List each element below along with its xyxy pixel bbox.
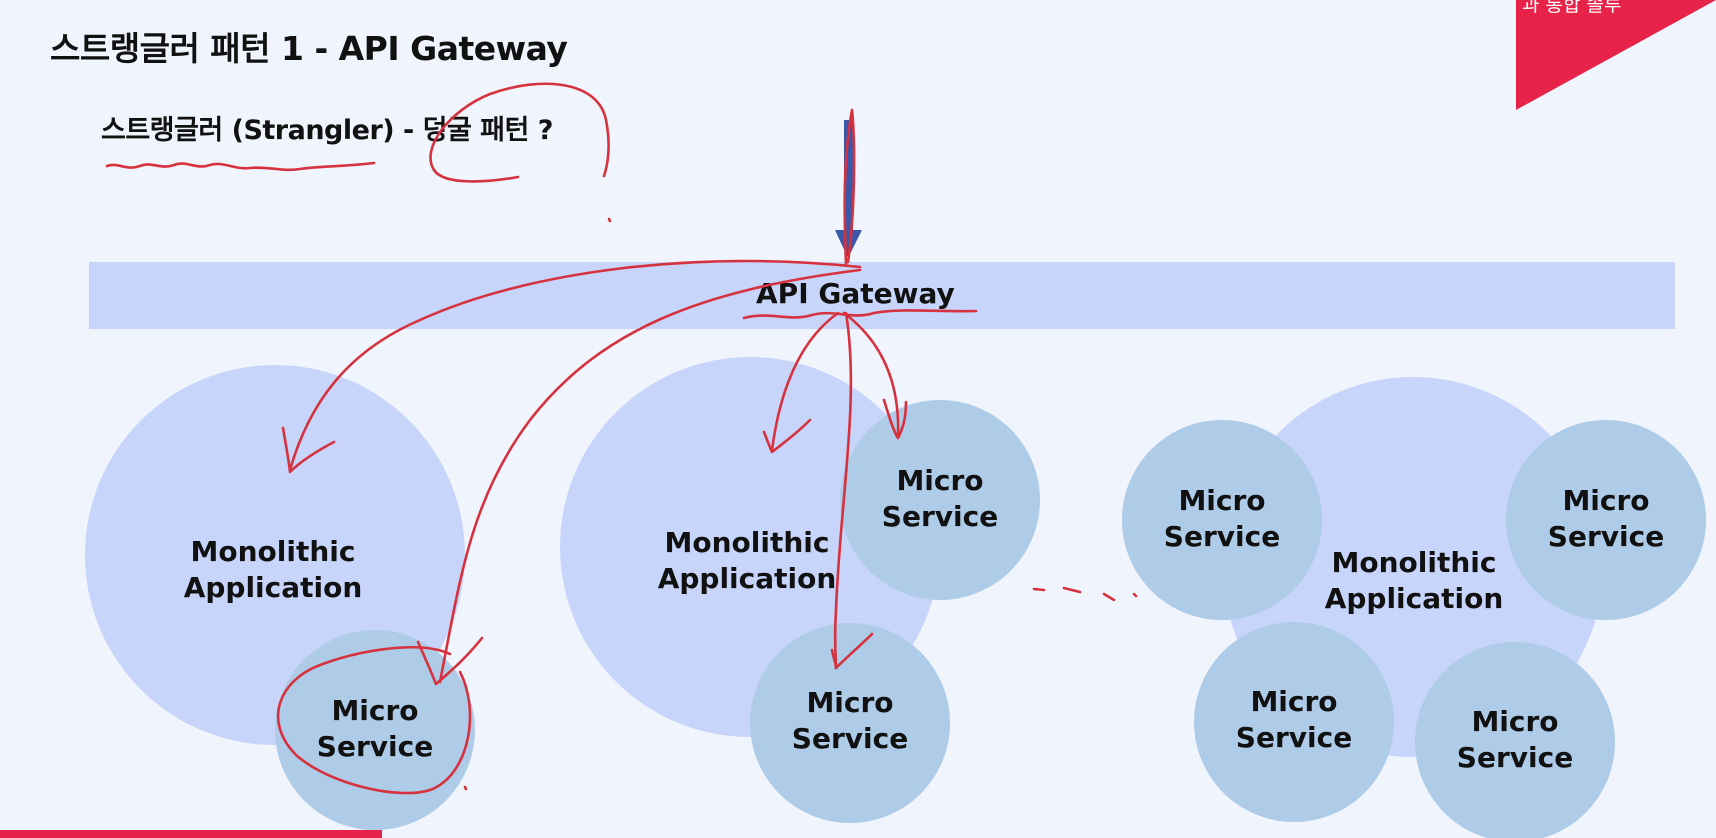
monolith-label-1: Monolithic Application <box>183 535 363 604</box>
micro-service-circle-3b <box>1506 420 1706 620</box>
micro-service-circle-3d <box>1415 642 1615 838</box>
micro-service-label-3d: Micro Service <box>1456 705 1574 774</box>
monolith-label-3: Monolithic Application <box>1324 546 1504 615</box>
micro-service-label-3c: Micro Service <box>1235 685 1353 754</box>
micro-service-label-2b: Micro Service <box>791 686 909 755</box>
ellipsis-dashes <box>1032 586 1138 602</box>
micro-service-label-3b: Micro Service <box>1547 484 1665 553</box>
slide-subtitle: 스트랭글러 (Strangler) - 덩굴 패턴 ? <box>101 115 553 146</box>
micro-service-label-2a: Micro Service <box>881 464 999 533</box>
incoming-red-line <box>843 108 856 266</box>
squiggle-underline <box>105 161 376 172</box>
monolith-label-2: Monolithic Application <box>657 526 837 595</box>
corner-text: 과 통합 솔루 <box>1522 0 1622 16</box>
slide-title: 스트랭글러 패턴 1 - API Gateway <box>50 29 568 68</box>
corner-ribbon <box>1516 0 1716 110</box>
progress-bar <box>0 830 382 838</box>
micro-service-label-3a: Micro Service <box>1163 484 1281 553</box>
api-gateway-label: API Gateway <box>756 277 955 310</box>
micro-service-label-1: Micro Service <box>316 694 434 763</box>
micro-service-circle-3c <box>1194 622 1394 822</box>
dot-mark <box>607 217 612 223</box>
incoming-request-arrow <box>835 120 862 258</box>
dot-mark-2 <box>463 785 468 791</box>
micro-service-circle-3a <box>1122 420 1322 620</box>
